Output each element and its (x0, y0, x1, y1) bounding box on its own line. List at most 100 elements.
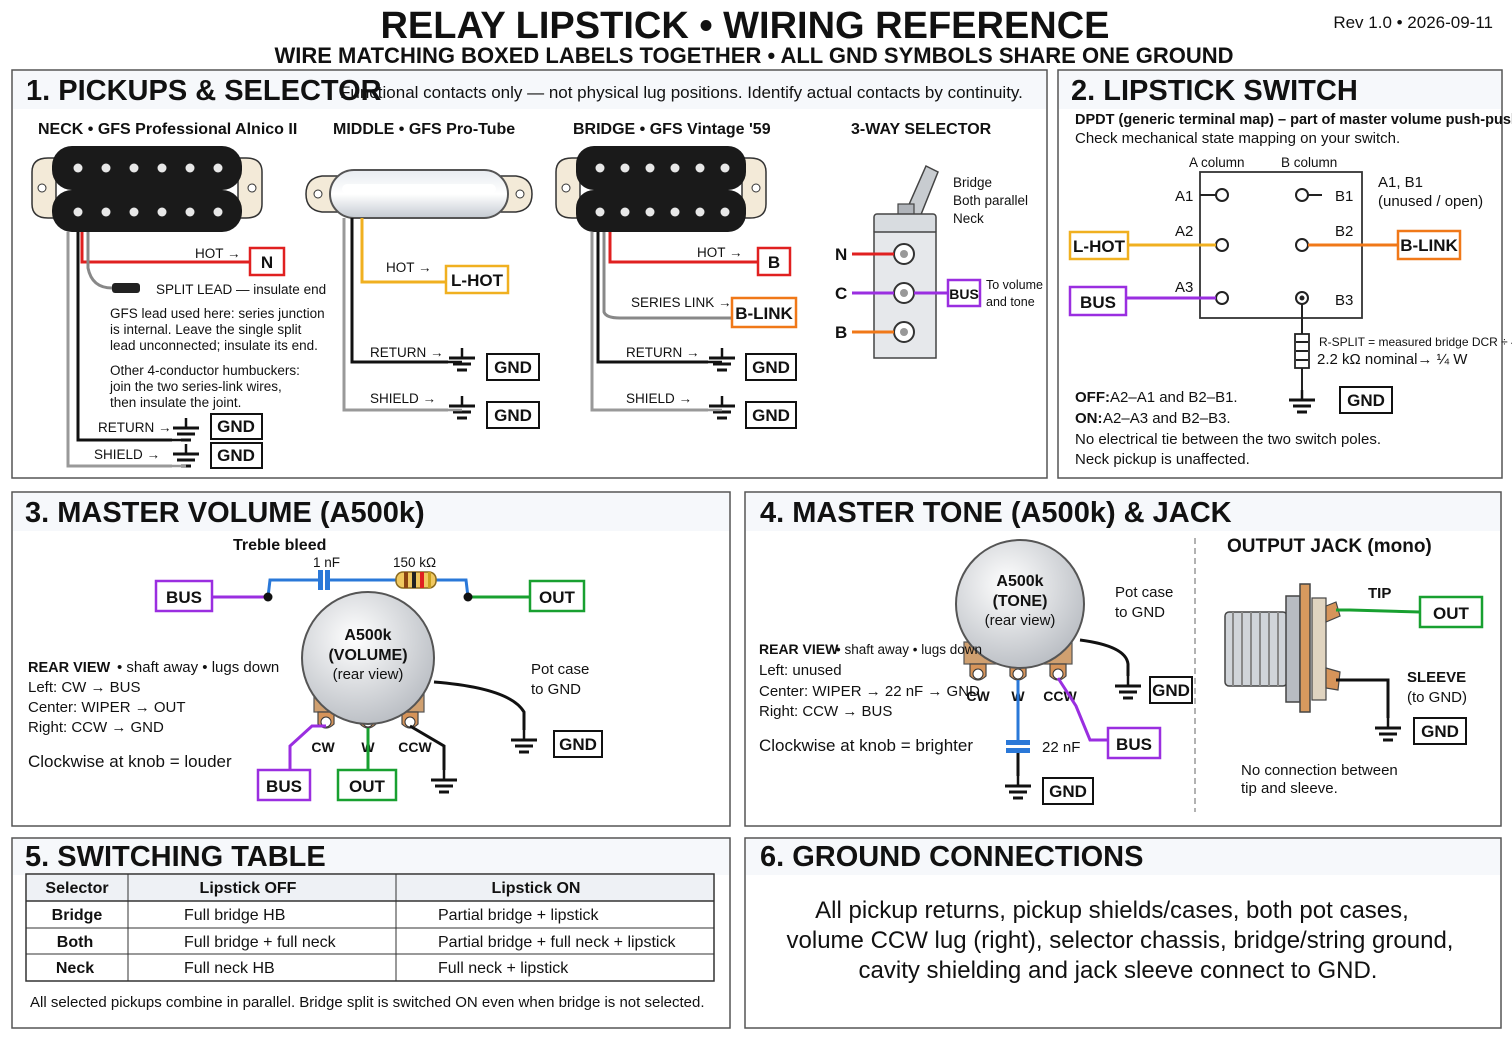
tone-case-gnd-box: GND (1152, 681, 1190, 700)
vol-rear-view-tail: • shaft away • lugs down (117, 659, 279, 676)
tone-pot-line3: (rear view) (985, 612, 1056, 629)
bridge-hot-wire (608, 232, 758, 264)
output-jack-icon (1224, 583, 1341, 713)
middle-lhot-box: L-HOT (451, 271, 504, 290)
panel-pickups-selector: 1. PICKUPS & SELECTOR Functional contact… (26, 75, 1043, 469)
panel1-note: Functional contacts only — not physical … (340, 83, 1023, 102)
selector-pos-both: Both parallel (953, 193, 1028, 208)
gfs-note-1: GFS lead used here: series junction (110, 306, 325, 321)
vol-pot-line3: (rear view) (333, 666, 404, 683)
series-link-label: SERIES LINK → (631, 295, 732, 310)
rsplit-label: R-SPLIT = measured bridge DCR ÷ 4 (1319, 335, 1512, 349)
switch-bus-box: BUS (1080, 293, 1116, 312)
panel4-title: 4. MASTER TONE (A500k) & JACK (760, 497, 1232, 529)
bridge-shield-gnd-box: GND (752, 406, 790, 425)
tone-capacitor-icon (1006, 740, 1030, 753)
bridge-series-link-wire (602, 232, 732, 320)
on-key: ON: (1075, 410, 1103, 427)
bleed-resistor-icon (395, 571, 437, 589)
vol-bleed-out-box: OUT (539, 588, 576, 607)
row-bridge-selector: Bridge (52, 907, 103, 924)
selector-b-label: B (835, 323, 847, 342)
vol-bleed-bus-box: BUS (166, 588, 202, 607)
row-neck-on: Full neck + lipstick (438, 960, 569, 977)
tone-case-1: Pot case (1115, 584, 1173, 601)
switch-lhot-box: L-HOT (1073, 237, 1126, 256)
tone-rear-view: REAR VIEW (759, 641, 839, 657)
a3-label: A3 (1175, 279, 1193, 296)
row-both-on: Partial bridge + full neck + lipstick (438, 934, 676, 951)
middle-shield-label: SHIELD → (370, 391, 436, 406)
volume-pot-icon (301, 591, 435, 729)
neck-return-label: RETURN → (98, 420, 172, 435)
panel5-title: 5. SWITCHING TABLE (25, 841, 326, 873)
other-note-2: join the two series-link wires, (109, 379, 282, 394)
panel-frames (11, 69, 1503, 1029)
neck-shield-wire (66, 232, 172, 468)
bridge-b-box: B (768, 253, 780, 272)
neck-shield-label: SHIELD → (94, 447, 160, 462)
row-bridge-off: Full bridge HB (184, 907, 285, 924)
tone-cw-label: CW (966, 688, 990, 704)
a2-label: A2 (1175, 223, 1193, 240)
middle-shield-wire (342, 218, 448, 412)
jack-sleeve-gnd-box: GND (1421, 722, 1459, 741)
panel-lipstick-switch: 2. LIPSTICK SWITCH DPDT (generic termina… (1068, 75, 1512, 468)
jack-note-2: tip and sleeve. (1241, 780, 1338, 797)
neck-return-gnd-box: GND (217, 417, 255, 436)
sleeve-label: SLEEVE (1407, 669, 1466, 686)
panel1-title: 1. PICKUPS & SELECTOR (26, 75, 382, 107)
rsplit-nominal: 2.2 kΩ nominal→ ¼ W (1317, 351, 1468, 368)
bleed-res-label: 150 kΩ (393, 555, 436, 570)
selector-bus-box: BUS (949, 286, 979, 302)
jack-note-1: No connection between (1241, 762, 1398, 779)
tip-label: TIP (1368, 585, 1391, 602)
unused-1: A1, B1 (1378, 174, 1423, 191)
th-lipstick-off: Lipstick OFF (200, 880, 297, 897)
switch-gnd-box: GND (1347, 391, 1385, 410)
b1-label: B1 (1335, 188, 1353, 205)
vol-rear-view: REAR VIEW (28, 660, 110, 676)
neck-humbucker-icon (31, 146, 263, 232)
neck-hot-label: HOT → (195, 246, 241, 261)
bleed-cap-label: 1 nF (313, 555, 340, 570)
split-lead-label: SPLIT LEAD — insulate end (156, 282, 326, 297)
row-neck-selector: Neck (56, 960, 94, 977)
other-note-3: then insulate the joint. (110, 395, 241, 410)
vol-cw-bus-box: BUS (266, 777, 302, 796)
tone-cap-label: 22 nF (1042, 739, 1080, 756)
panel2-line2: Check mechanical state mapping on your s… (1075, 130, 1400, 147)
row-both-selector: Both (57, 934, 93, 951)
jack-title: OUTPUT JACK (mono) (1227, 536, 1432, 557)
panel2-title: 2. LIPSTICK SWITCH (1071, 75, 1358, 107)
vol-ccw-label: CCW (398, 739, 432, 755)
panel6-title: 6. GROUND CONNECTIONS (760, 841, 1143, 873)
sleeve-to-gnd: (to GND) (1407, 689, 1467, 706)
to-volume-2: and tone (986, 295, 1035, 309)
bridge-return-gnd-box: GND (752, 358, 790, 377)
selector-pos-bridge: Bridge (953, 175, 992, 190)
page-subtitle: WIRE MATCHING BOXED LABELS TOGETHER • AL… (274, 43, 1233, 68)
middle-title: MIDDLE • GFS Pro-Tube (333, 121, 515, 138)
vol-cw-note: Clockwise at knob = louder (28, 752, 232, 771)
tone-left: Left: unused (759, 662, 842, 679)
off-value: A2–A1 and B2–B1. (1110, 389, 1238, 406)
middle-shield-gnd-box: GND (494, 406, 532, 425)
vol-pot-line2: (VOLUME) (328, 647, 407, 664)
switch-blink-box: B-LINK (1400, 236, 1458, 255)
selector-pos-neck: Neck (953, 211, 984, 226)
neck-title: NECK • GFS Professional Alnico II (38, 121, 297, 138)
th-lipstick-on: Lipstick ON (492, 880, 581, 897)
treble-bleed-label: Treble bleed (233, 537, 326, 554)
middle-pickup-icon (305, 169, 533, 219)
vol-cw-label: CW (311, 739, 335, 755)
panel-master-tone-jack: 4. MASTER TONE (A500k) & JACK A500k (TON… (759, 497, 1484, 812)
bridge-humbucker-icon (555, 146, 767, 232)
middle-return-label: RETURN → (370, 345, 444, 360)
middle-return-wire (350, 218, 448, 364)
b2-label: B2 (1335, 223, 1353, 240)
panel-ground-connections: 6. GROUND CONNECTIONS All pickup returns… (760, 841, 1453, 984)
table-footnote: All selected pickups combine in parallel… (30, 994, 705, 1011)
selector-n-label: N (835, 245, 847, 264)
